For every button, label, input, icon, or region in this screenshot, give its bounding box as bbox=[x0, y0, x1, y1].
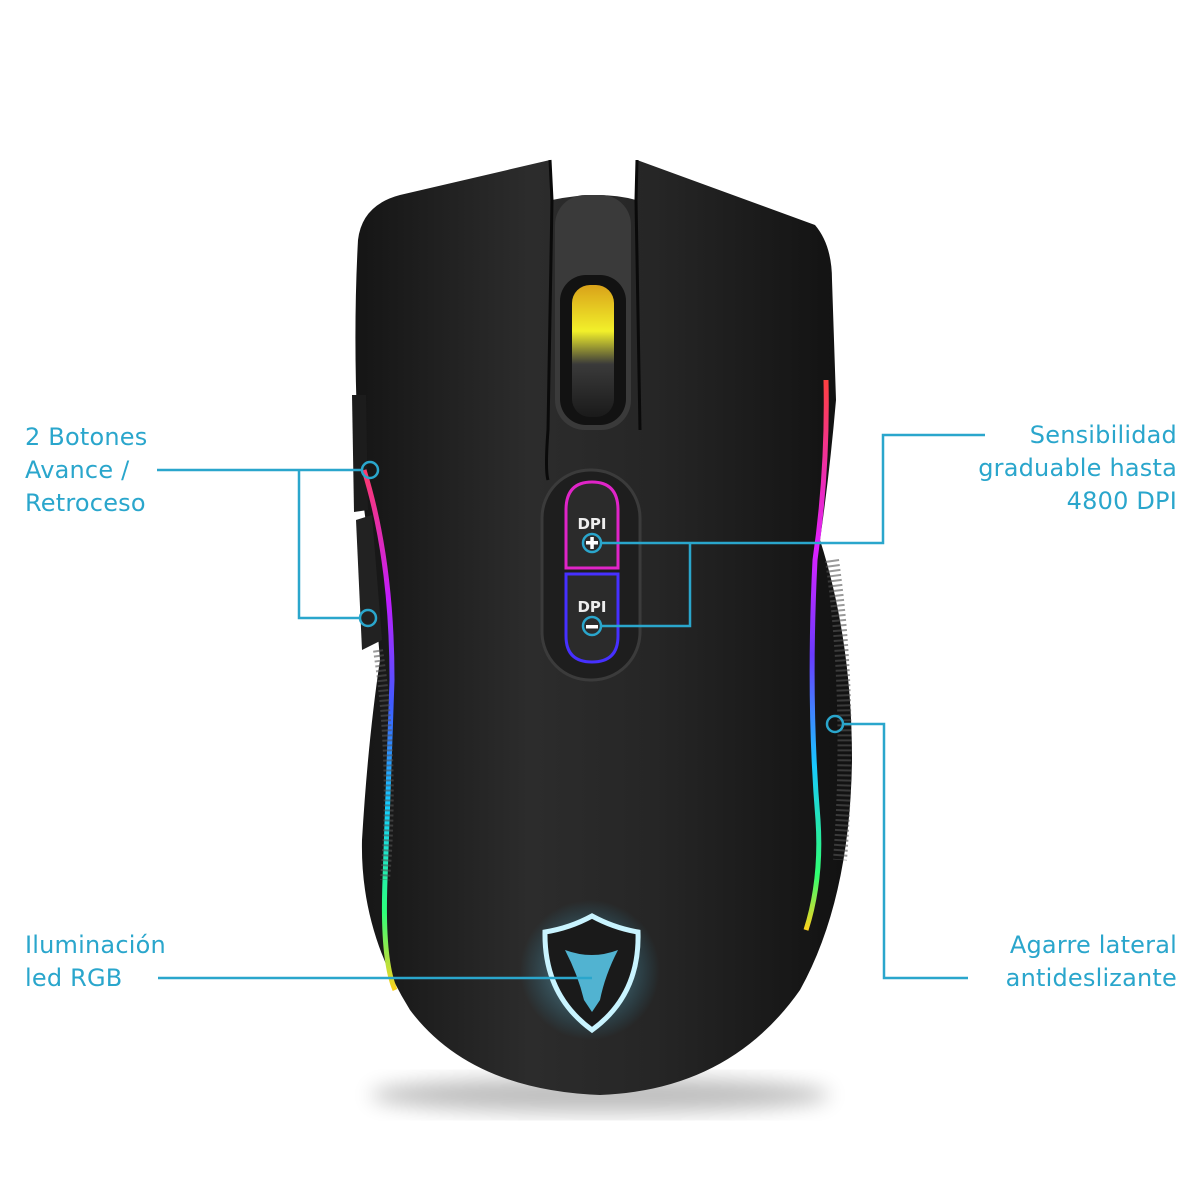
right-grip-texture bbox=[825, 559, 852, 861]
right-button-seam bbox=[634, 159, 642, 431]
callout-line: Iluminación bbox=[25, 931, 166, 959]
dpi-up-marker bbox=[581, 532, 603, 554]
grip-leader bbox=[843, 722, 968, 980]
plus-icon bbox=[586, 537, 598, 549]
back-button-marker bbox=[358, 608, 378, 628]
left-grip-texture bbox=[373, 649, 394, 881]
callout-lines bbox=[157, 433, 985, 980]
dpi-down-label: DPI bbox=[577, 598, 606, 616]
callout-side-buttons: 2 Botones Avance / Retroceso bbox=[25, 421, 147, 520]
side-buttons-branch bbox=[297, 470, 360, 620]
grip-marker bbox=[825, 714, 845, 734]
callout-line: 2 Botones bbox=[25, 423, 148, 451]
dpi-down-marker bbox=[581, 615, 603, 637]
left-rgb-strip bbox=[361, 469, 398, 991]
callout-line: 4800 DPI bbox=[1066, 487, 1177, 515]
callout-line: antideslizante bbox=[1005, 964, 1177, 992]
right-rgb-strip bbox=[803, 379, 829, 931]
minus-icon bbox=[586, 625, 598, 629]
callout-line: Agarre lateral bbox=[1009, 931, 1177, 959]
callout-rgb: Iluminación led RGB bbox=[25, 929, 166, 995]
forward-button-marker bbox=[360, 460, 380, 480]
callout-line: graduable hasta bbox=[978, 454, 1177, 482]
scroll-wheel[interactable] bbox=[572, 285, 614, 417]
callout-line: led RGB bbox=[25, 964, 123, 992]
forward-button bbox=[352, 395, 368, 512]
callout-dpi: Sensibilidad graduable hasta 4800 DPI bbox=[978, 419, 1177, 518]
callout-line: Avance / bbox=[25, 456, 130, 484]
dpi-up-label: DPI bbox=[577, 515, 606, 533]
left-button-seam bbox=[545, 159, 554, 481]
callout-line: Retroceso bbox=[25, 489, 146, 517]
callout-line: Sensibilidad bbox=[1029, 421, 1177, 449]
dpi-up-button[interactable] bbox=[564, 480, 620, 570]
callout-grip: Agarre lateral antideslizante bbox=[1006, 929, 1177, 995]
dpi-branch bbox=[601, 543, 692, 628]
dpi-leader bbox=[601, 433, 985, 545]
